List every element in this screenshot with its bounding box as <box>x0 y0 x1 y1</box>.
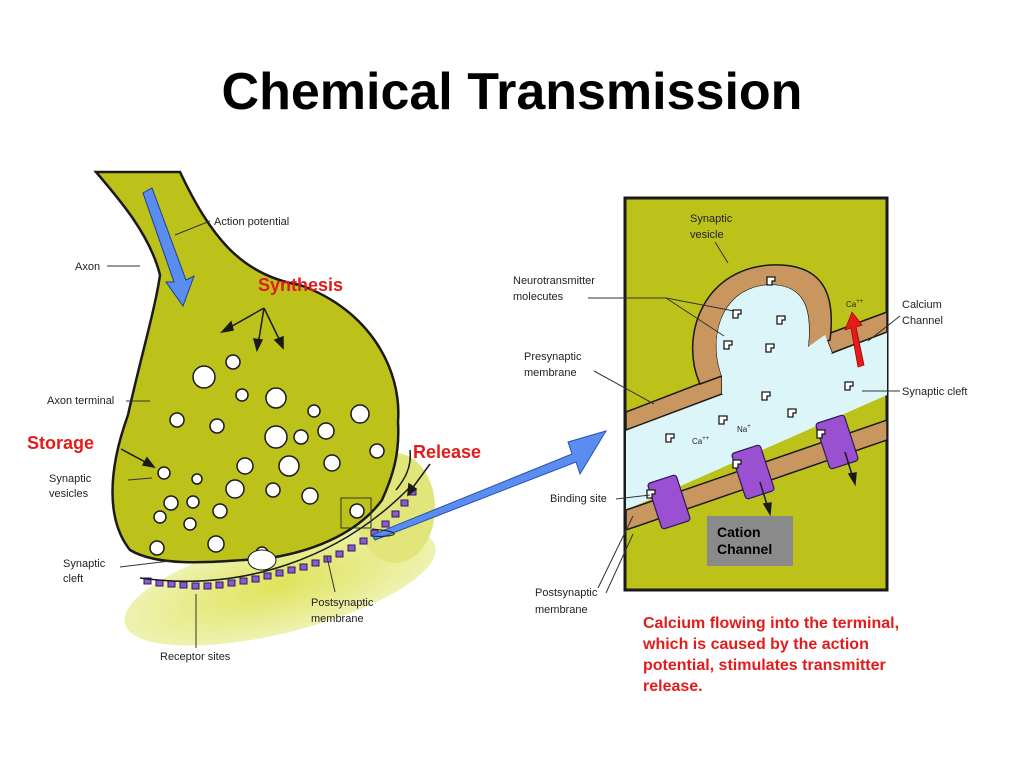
label-presynaptic-1: Presynaptic <box>524 351 582 363</box>
vesicle <box>265 482 281 498</box>
vesicle <box>149 540 165 556</box>
label-postsynaptic-membrane-1: Postsynaptic <box>311 597 374 609</box>
label-calcium-channel-2: Channel <box>902 315 943 327</box>
vesicle <box>183 517 197 531</box>
label-postsynaptic-right-2: membrane <box>535 604 588 616</box>
ion-na-label: Na+ <box>737 424 751 434</box>
vesicle <box>264 425 288 449</box>
action-potential-arrow <box>142 187 195 308</box>
vesicle <box>301 487 319 505</box>
calcium-caption: Calcium flowing into the terminal, which… <box>643 615 900 695</box>
label-synaptic-cleft-right: Synaptic cleft <box>902 386 967 398</box>
vesicle <box>153 510 167 524</box>
vesicle <box>169 412 185 428</box>
zoom-box <box>340 497 372 529</box>
label-synaptic-cleft-1: Synaptic <box>63 558 106 570</box>
cation-channels <box>647 414 859 530</box>
postsynaptic-halo <box>124 524 436 646</box>
vesicle <box>225 479 245 499</box>
label-release: Release <box>413 442 481 462</box>
label-postsynaptic-membrane-2: membrane <box>311 613 364 625</box>
label-postsynaptic-right-1: Postsynaptic <box>535 587 598 599</box>
zoom-arrow <box>371 430 608 541</box>
label-synaptic-vesicles-2: vesicles <box>49 488 89 500</box>
axon-terminal-body <box>93 170 400 564</box>
vesicle <box>163 495 179 511</box>
cation-box-line1: Cation <box>717 524 761 540</box>
synaptic-cleft-fluid <box>626 332 887 510</box>
ion-ca-label-2: Ca++ <box>692 436 710 446</box>
label-synaptic-vesicle-1: Synaptic <box>690 213 733 225</box>
right-leaders <box>588 241 901 594</box>
vesicle <box>192 365 216 389</box>
ion-ca-label-1: Ca++ <box>846 299 864 309</box>
vesicle <box>235 388 249 402</box>
vesicle <box>157 466 171 480</box>
vesicle <box>350 404 370 424</box>
synthesis-arrows <box>120 307 431 497</box>
label-presynaptic-2: membrane <box>524 367 577 379</box>
vesicle <box>323 454 341 472</box>
vesicle <box>349 503 365 519</box>
cation-channel-box: Cation Channel <box>707 516 793 566</box>
label-storage: Storage <box>27 433 94 453</box>
slide-title: Chemical Transmission <box>221 63 803 121</box>
vesicle <box>236 457 254 475</box>
label-neurotransmitter-1: Neurotransmitter <box>513 275 595 287</box>
vesicle <box>369 443 385 459</box>
label-action-potential: Action potential <box>214 216 289 228</box>
vesicle <box>191 473 203 485</box>
calcium-influx-arrow <box>844 311 865 368</box>
vesicle <box>212 503 228 519</box>
label-neurotransmitter-2: molecutes <box>513 291 564 303</box>
label-receptor-sites: Receptor sites <box>160 651 231 663</box>
vesicle <box>265 387 287 409</box>
vesicle <box>209 418 225 434</box>
vesicle <box>278 455 300 477</box>
cation-box-line2: Channel <box>717 541 773 557</box>
left-neuron <box>93 170 436 646</box>
label-calcium-channel-1: Calcium <box>902 299 942 311</box>
label-synthesis: Synthesis <box>258 275 343 295</box>
label-synaptic-vesicle-2: vesicle <box>690 229 724 241</box>
vesicle <box>317 422 335 440</box>
left-leaders <box>107 220 336 648</box>
label-axon-terminal: Axon terminal <box>47 395 114 407</box>
vesicle <box>207 535 225 553</box>
neurotransmitter-molecules <box>646 276 854 499</box>
vesicle <box>225 354 241 370</box>
label-binding-site: Binding site <box>550 493 607 505</box>
vesicle <box>293 429 309 445</box>
label-synaptic-cleft-2: cleft <box>63 573 83 585</box>
label-synaptic-vesicles-1: Synaptic <box>49 473 92 485</box>
label-axon: Axon <box>75 261 100 273</box>
vesicle <box>186 495 200 509</box>
vesicle <box>307 404 321 418</box>
